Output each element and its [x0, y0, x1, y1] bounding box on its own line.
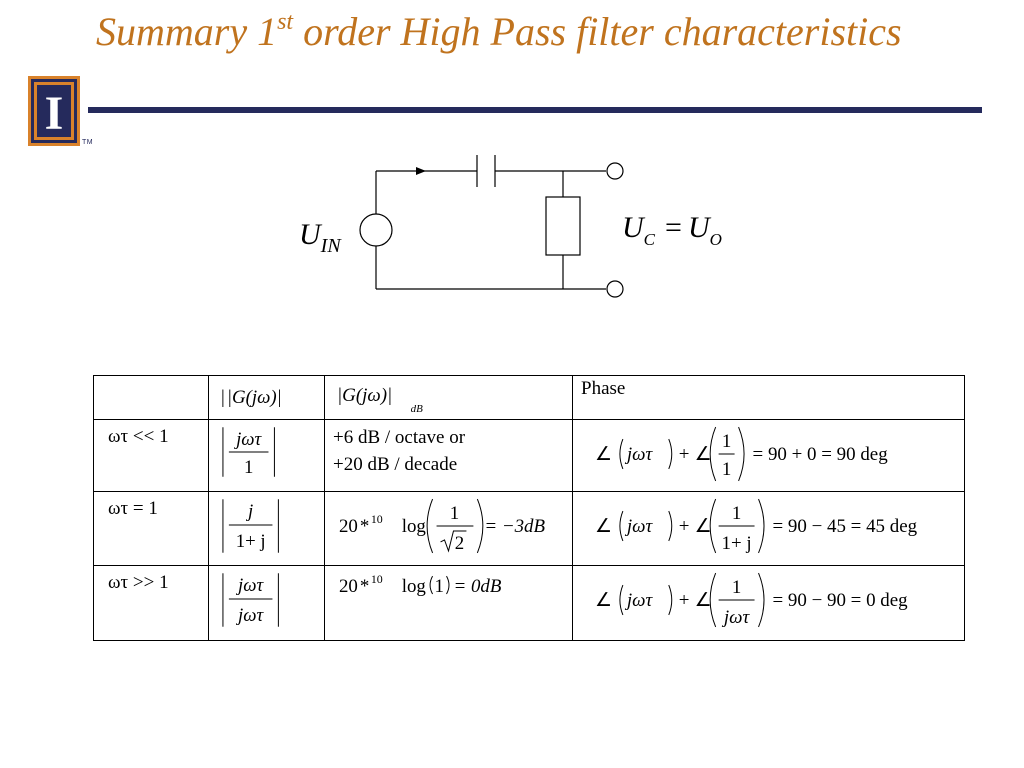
title-part2: order High Pass filter characteristics [293, 9, 902, 54]
svg-text:= 90 + 0 = 90 deg: = 90 + 0 = 90 deg [753, 444, 889, 465]
gain-db-cell: +6 dB / octave or +20 dB / decade [324, 419, 573, 492]
svg-text:10: 10 [371, 572, 383, 586]
svg-text:| |G(jω)|: | |G(jω)| [221, 387, 282, 408]
circuit-diagram [359, 155, 624, 298]
phase-cell: ∠ jωτ + ∠ 1 jωτ = 90 − 90 = 0 deg [572, 565, 965, 641]
db-slope-octave: +6 dB / octave or [333, 427, 466, 448]
condition-cell: ωτ = 1 [93, 491, 209, 566]
trademark: TM [82, 139, 94, 146]
svg-text:2: 2 [455, 533, 464, 554]
summary-table: | |G(jω)| |G(jω)| dB Phase ωτ << 1 [93, 375, 965, 641]
output-terminal-bottom [606, 280, 624, 298]
db-slope-decade: +20 dB / decade [333, 454, 458, 475]
svg-text:j: j [245, 501, 253, 522]
gain-db-cell: 20 * log 10 1 2 = −3dB [324, 491, 573, 566]
svg-text:∠ jωτ +: ∠ jωτ + ∠ [595, 516, 712, 537]
svg-text:1+ j: 1+ j [236, 531, 266, 552]
voltage-source [359, 213, 393, 247]
header-gain-magnitude: | |G(jω)| [208, 375, 325, 420]
svg-text:jωτ: jωτ [233, 429, 262, 450]
svg-text:20 * log: 20 * log [339, 516, 426, 537]
university-logo: I [28, 76, 80, 146]
current-arrow [416, 167, 426, 175]
svg-text:= 90 − 45 = 45 deg: = 90 − 45 = 45 deg [772, 516, 917, 537]
title-superscript: st [277, 9, 294, 35]
svg-text:10: 10 [371, 512, 383, 526]
svg-text:1: 1 [732, 503, 741, 524]
gain-db-cell: 20 * log 1 10 = 0dB [324, 565, 573, 641]
resistor [545, 196, 581, 256]
svg-text:jωτ: jωτ [235, 605, 264, 626]
table-row: ωτ << 1 jωτ 1 +6 dB / octave or +20 dB /… [93, 419, 965, 492]
svg-text:1: 1 [244, 457, 253, 478]
slide-title: Summary 1st order High Pass filter chara… [96, 8, 996, 55]
title-rule [88, 107, 982, 113]
svg-text:1: 1 [732, 577, 741, 598]
output-voltage-label: UC=UO [622, 211, 722, 249]
svg-text:jωτ: jωτ [235, 575, 264, 596]
magnitude-cell: jωτ jωτ [208, 565, 325, 641]
svg-text:1: 1 [450, 503, 459, 524]
output-terminal-top [606, 162, 624, 180]
phase-cell: ∠ jωτ + ∠ 1 1 = 90 + 0 = 90 deg [572, 419, 965, 492]
svg-text:1+ j: 1+ j [722, 533, 752, 554]
svg-text:dB: dB [411, 403, 423, 415]
condition-cell: ωτ << 1 [93, 419, 209, 492]
header-gain-db: |G(jω)| dB [324, 375, 573, 420]
svg-text:1: 1 [722, 431, 731, 452]
svg-text:= 0dB: = 0dB [453, 576, 501, 597]
table-row: ωτ = 1 j 1+ j 20 [93, 491, 965, 566]
svg-text:20 * log: 20 * log 1 [339, 576, 444, 597]
svg-text:= 90 − 90 = 0 deg: = 90 − 90 = 0 deg [772, 590, 908, 611]
svg-text:∠ jωτ +: ∠ jωτ + ∠ [595, 590, 712, 611]
magnitude-cell: jωτ 1 [208, 419, 325, 492]
title-part1: Summary 1 [96, 9, 278, 54]
magnitude-cell: j 1+ j [208, 491, 325, 566]
svg-text:jωτ: jωτ [721, 607, 751, 628]
table-row: ωτ >> 1 jωτ jωτ 20 * log [93, 565, 965, 641]
phase-cell: ∠ jωτ + ∠ 1 1+ j = 90 − 45 = 45 deg [572, 491, 965, 566]
condition-cell: ωτ >> 1 [93, 565, 209, 641]
header-empty-cell [93, 375, 209, 420]
svg-text:1: 1 [722, 459, 731, 480]
svg-text:= −3dB: = −3dB [484, 516, 545, 537]
table-header-row: | |G(jω)| |G(jω)| dB Phase [93, 375, 965, 420]
input-voltage-label: UIN [299, 218, 341, 257]
header-phase: Phase [572, 375, 965, 420]
svg-text:∠ jωτ +: ∠ jωτ + ∠ [595, 444, 712, 465]
svg-text:|G(jω)|: |G(jω)| [337, 385, 392, 406]
logo-letter: I [45, 87, 64, 140]
